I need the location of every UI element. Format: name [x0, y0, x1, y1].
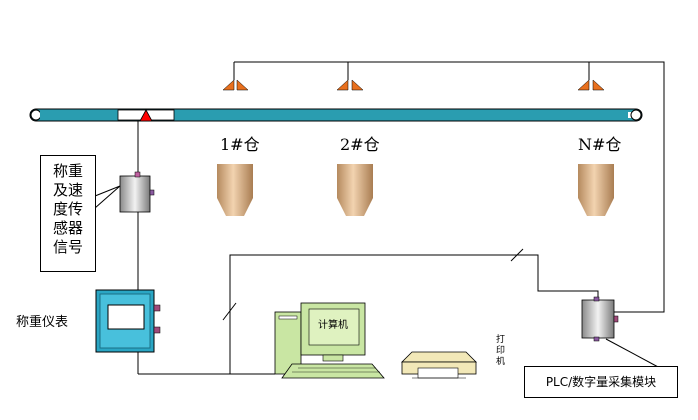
bin-2-label: 2#仓	[340, 135, 380, 154]
weight-speed-sensor	[119, 171, 155, 213]
printer	[401, 351, 477, 379]
conveyor-belt	[29, 108, 643, 122]
weighing-idler-marker	[139, 109, 153, 122]
sensor-callout-line: 及速	[52, 181, 83, 199]
computer	[274, 302, 385, 379]
sensor-callout-line: 感器	[52, 219, 83, 237]
bin-n-label: N#仓	[578, 135, 622, 154]
valve-control-lines	[233, 61, 665, 313]
bin-n	[578, 164, 614, 216]
weighing-indicator	[95, 289, 161, 353]
computer-label: 计算机	[318, 320, 348, 331]
sensor-callout-line: 称重	[52, 162, 83, 180]
sensor-callout: 称重 及速 度传 感器 信号	[40, 155, 96, 272]
printer-label-char: 印	[496, 346, 506, 356]
indicator-label: 称重仪表	[16, 315, 69, 330]
bin-1	[217, 164, 253, 216]
printer-label-char: 打	[496, 335, 506, 345]
sensor-callout-line: 信号	[52, 238, 83, 256]
printer-label: 打 印 机	[496, 335, 505, 368]
plc-callout: PLC/数字量采集模块	[524, 366, 678, 398]
plough-valves	[222, 79, 605, 91]
printer-label-char: 机	[496, 357, 506, 367]
plc-module	[581, 296, 619, 342]
sensor-callout-pointer	[94, 185, 121, 210]
bin-2	[337, 164, 373, 216]
signal-wiring	[137, 121, 661, 375]
bin-1-label: 1#仓	[220, 135, 260, 154]
sensor-callout-line: 度传	[52, 200, 83, 218]
